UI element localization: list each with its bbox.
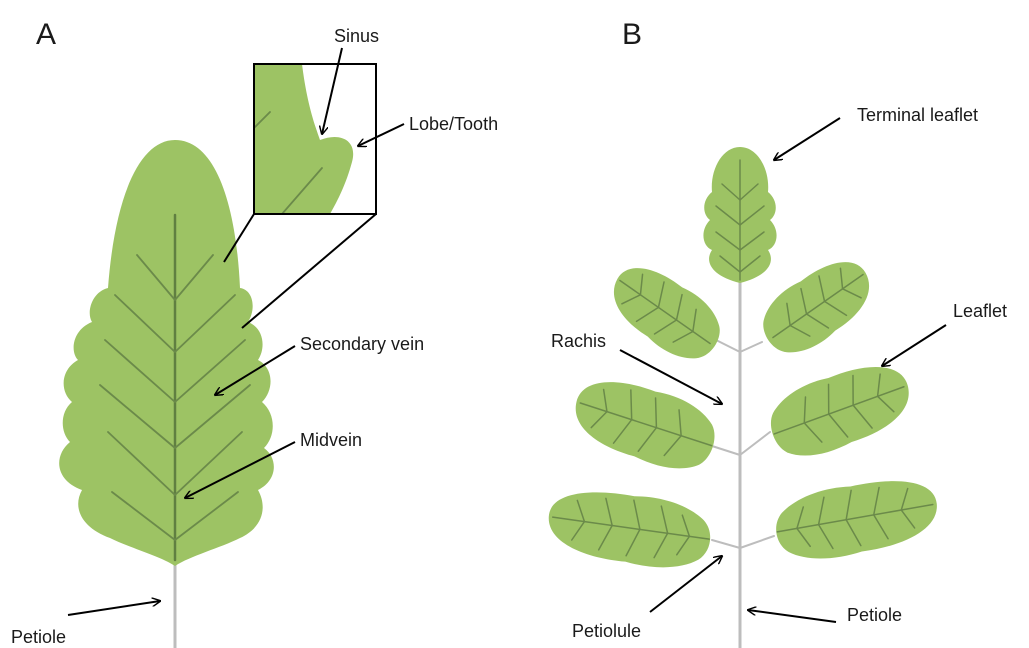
arrow-leaflet bbox=[882, 325, 946, 366]
compound-leaf bbox=[544, 147, 943, 648]
zoom-connector-bottom bbox=[242, 214, 376, 328]
leaflet-middle-left bbox=[565, 368, 723, 480]
panel-label-a: A bbox=[36, 18, 56, 51]
arrow-lobe-tooth bbox=[358, 124, 404, 146]
label-lobe-tooth: Lobe/Tooth bbox=[409, 114, 498, 134]
panel-label-b: B bbox=[622, 18, 642, 51]
leaflet-lower-right bbox=[770, 471, 943, 567]
leaflet-upper-right bbox=[751, 247, 884, 367]
zoom-inset bbox=[224, 64, 376, 328]
simple-leaf bbox=[59, 140, 274, 648]
petiolules bbox=[712, 340, 774, 548]
label-sinus: Sinus bbox=[334, 26, 379, 46]
label-midvein: Midvein bbox=[300, 430, 362, 450]
arrow-petiole-a bbox=[68, 601, 160, 615]
arrow-petiole-b bbox=[748, 610, 836, 622]
arrow-terminal-leaflet bbox=[774, 118, 840, 160]
leaflet-upper-left bbox=[599, 253, 732, 373]
label-petiolule: Petiolule bbox=[572, 621, 641, 641]
label-rachis: Rachis bbox=[551, 331, 606, 351]
label-petiole-b: Petiole bbox=[847, 605, 902, 625]
leaflet-middle-right bbox=[761, 352, 920, 468]
simple-leaf-blade bbox=[59, 140, 274, 566]
arrow-sinus bbox=[322, 48, 342, 134]
label-secondary-vein: Secondary vein bbox=[300, 334, 424, 354]
label-petiole-a: Petiole bbox=[11, 627, 66, 647]
terminal-leaflet bbox=[703, 147, 776, 283]
label-leaflet: Leaflet bbox=[953, 301, 1007, 321]
label-terminal-leaflet: Terminal leaflet bbox=[857, 105, 978, 125]
leaflet-lower-left bbox=[544, 484, 715, 575]
